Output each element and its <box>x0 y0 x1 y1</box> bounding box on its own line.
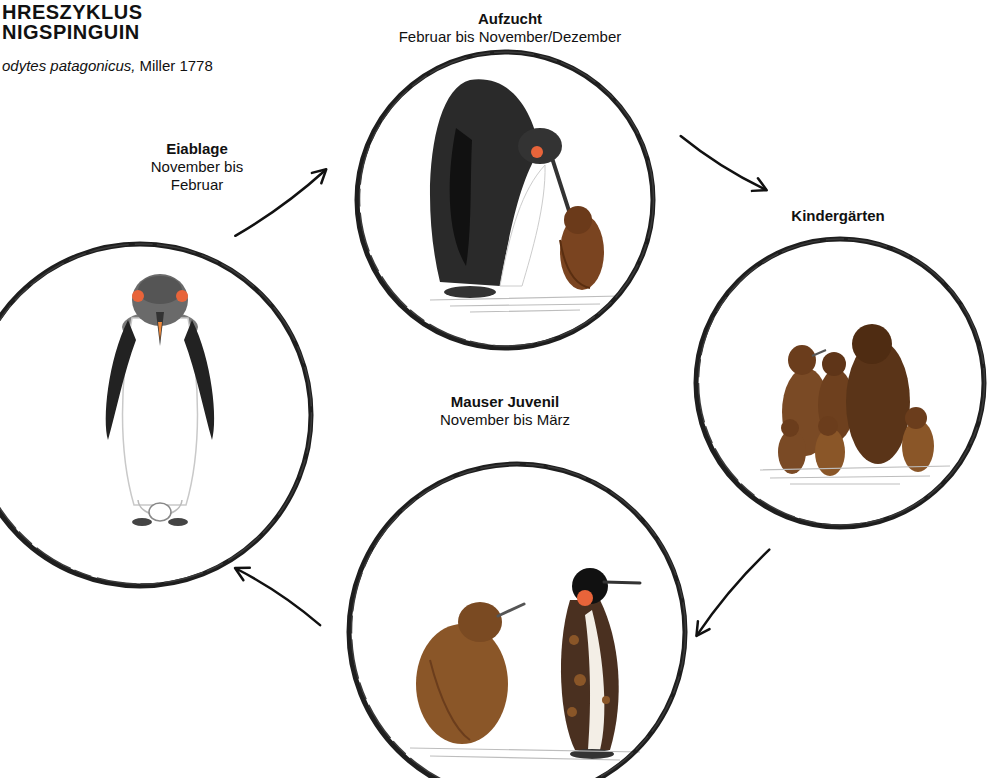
chick-group <box>760 324 950 484</box>
stage-name: Kindergärten <box>738 207 938 225</box>
species-name: odytes patagonicus, <box>2 57 135 75</box>
stage-circle: EiablageNovember bis Februar <box>0 240 315 590</box>
stage-heading: Mauser JuvenilNovember bis März <box>380 393 630 429</box>
circle-stroke <box>0 244 311 586</box>
stage-heading: EiablageNovember bis Februar <box>137 140 257 194</box>
circle-sketch <box>0 244 312 584</box>
circle-stroke <box>349 464 685 778</box>
cycle-arrow <box>681 136 766 190</box>
stage-name: Mauser Juvenil <box>380 393 630 411</box>
circle-outline <box>353 48 657 352</box>
species-line: odytes patagonicus,Miller 1778 <box>2 57 213 75</box>
diagram-title: HRESZYKLUS NIGSPINGUIN <box>2 2 167 42</box>
stage-heading: Kindergärten <box>738 207 938 225</box>
circle-outline <box>345 460 689 778</box>
stage-period: Februar bis November/Dezember <box>360 28 660 46</box>
circle-sketch <box>352 464 686 778</box>
circle-stroke <box>357 52 653 348</box>
cycle-arrow <box>697 550 769 636</box>
chick-and-juvenile <box>410 568 640 760</box>
circle-sketch <box>360 52 654 346</box>
adult-penguin-with-egg <box>106 274 214 526</box>
circle-outline <box>692 235 988 531</box>
circle-outline <box>0 240 315 590</box>
adult-feeding-chick <box>430 79 620 312</box>
cycle-arrow <box>236 569 320 626</box>
circle-sketch <box>699 239 985 525</box>
cycle-arrow <box>235 170 325 236</box>
stage-heading: AufzuchtFebruar bis November/Dezember <box>360 10 660 46</box>
stage-circle: AufzuchtFebruar bis November/Dezember <box>353 48 657 352</box>
stage-period: November bis März <box>380 411 630 429</box>
stage-name: Aufzucht <box>360 10 660 28</box>
stage-circle: Kindergärten <box>692 235 988 531</box>
stage-period: November bis Februar <box>137 158 257 194</box>
stage-name: Eiablage <box>137 140 257 158</box>
stage-circle: Mauser JuvenilNovember bis März <box>345 460 689 778</box>
circle-stroke <box>696 239 984 527</box>
species-name: Miller 1778 <box>139 57 212 75</box>
